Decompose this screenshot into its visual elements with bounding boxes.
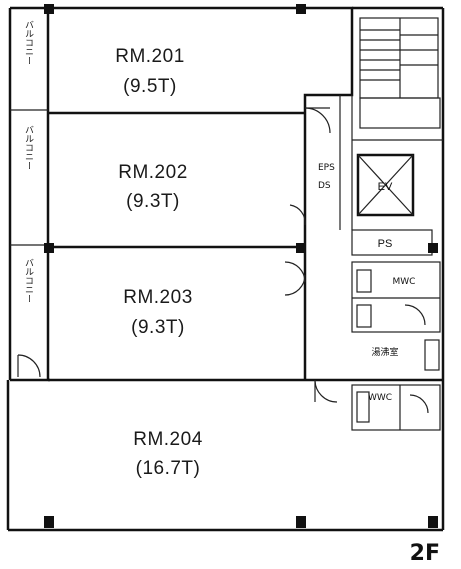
balcony-strip bbox=[10, 8, 50, 380]
elevator-shaft bbox=[356, 153, 415, 217]
staircase bbox=[359, 17, 439, 99]
room-name: RM.201 bbox=[115, 46, 185, 67]
outer-walls bbox=[6, 6, 445, 532]
room-name: RM.203 bbox=[123, 287, 193, 308]
columns bbox=[44, 4, 438, 528]
room-rm203: RM.203 (9.3T) bbox=[123, 287, 193, 338]
room-name: RM.202 bbox=[118, 162, 188, 183]
room-size: (16.7T) bbox=[136, 458, 201, 479]
mwc-label: MWC bbox=[393, 277, 416, 287]
floor-label: 2F bbox=[410, 541, 440, 566]
room-name: RM.204 bbox=[133, 429, 203, 450]
balcony-label-1: バルコニー bbox=[23, 20, 34, 65]
eps-label: EPS bbox=[318, 163, 335, 173]
doors bbox=[284, 107, 338, 403]
room-rm201: RM.201 (9.5T) bbox=[115, 46, 185, 97]
balcony-label-2: バルコニー bbox=[23, 125, 34, 170]
room-rm204: RM.204 (16.7T) bbox=[133, 429, 203, 479]
wwc-label: WWC bbox=[368, 393, 392, 403]
room-size: (9.3T) bbox=[126, 191, 180, 212]
balcony-labels: バルコニー バルコニー バルコニー bbox=[23, 20, 34, 303]
room-rm202: RM.202 (9.3T) bbox=[118, 162, 188, 212]
kitchenette-label: 湯沸室 bbox=[371, 346, 398, 358]
elevator-label: EV bbox=[378, 181, 393, 193]
balcony-label-3: バルコニー bbox=[23, 258, 34, 303]
ds-label: DS bbox=[318, 181, 331, 191]
room-partitions bbox=[48, 111, 307, 382]
room-size: (9.3T) bbox=[131, 317, 185, 338]
ps-label: PS bbox=[378, 238, 393, 250]
core-area: EV PS MWC 湯沸室 WWC bbox=[305, 17, 443, 431]
room-size: (9.5T) bbox=[123, 76, 177, 97]
